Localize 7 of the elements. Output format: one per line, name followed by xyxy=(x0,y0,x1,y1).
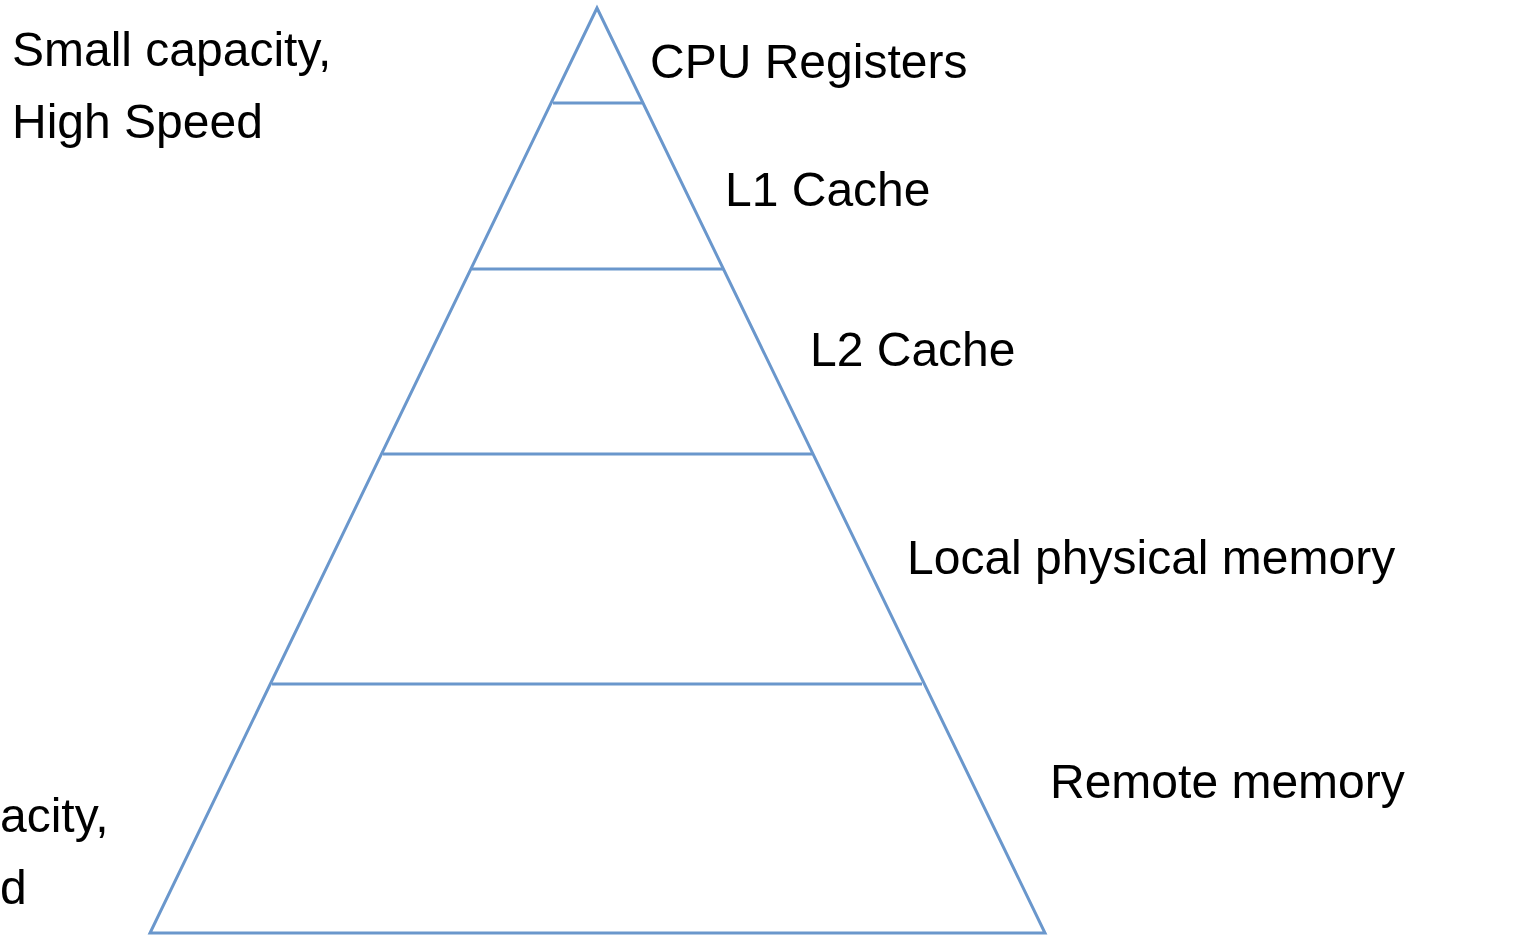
layer-label: Remote memory xyxy=(1050,754,1405,810)
layer-label: Local physical memory xyxy=(907,530,1396,586)
note: acity, d xyxy=(0,788,110,916)
layer-label: L1 Cache xyxy=(725,162,931,218)
layer-label: CPU Registers xyxy=(650,34,968,90)
layer-label: L2 Cache xyxy=(810,322,1016,378)
note: Small capacity, High Speed xyxy=(12,22,333,150)
